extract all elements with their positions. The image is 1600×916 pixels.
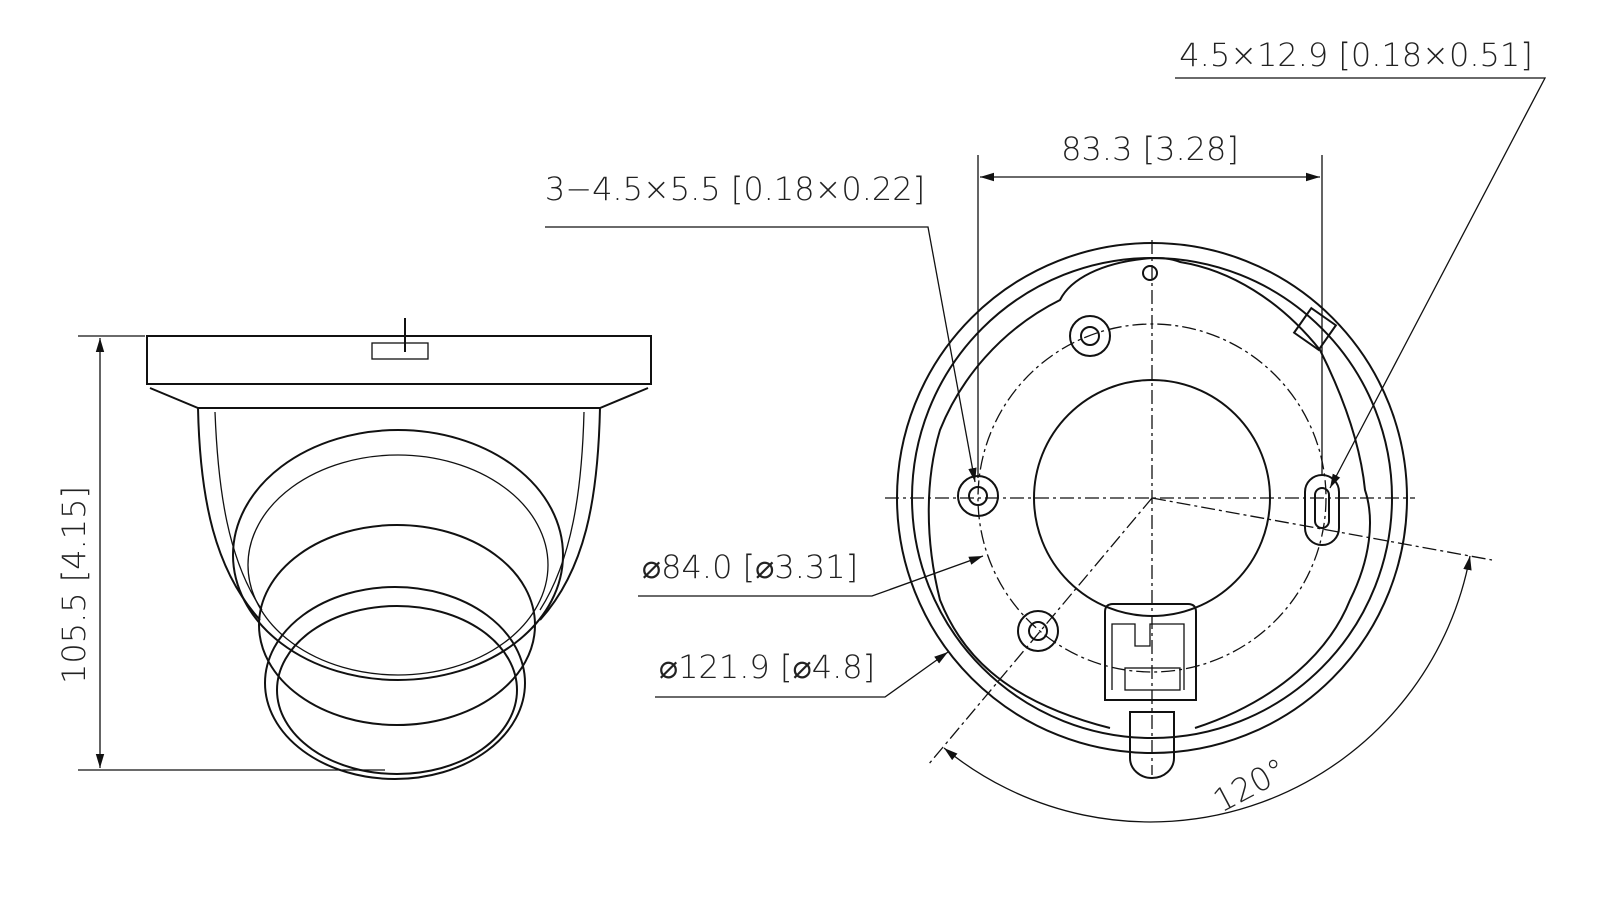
outer-diameter-label: ⌀121.9 [⌀4.8] xyxy=(659,648,875,686)
hole-circle-diameter-label: ⌀84.0 [⌀3.31] xyxy=(642,548,858,586)
side-tab xyxy=(1292,306,1338,352)
body-inner-outline xyxy=(214,411,585,611)
base-plate-outline xyxy=(927,257,1371,729)
rotation-angle-label: 120° xyxy=(1207,750,1293,820)
mount-hole-top xyxy=(1069,315,1111,357)
angle-arc xyxy=(943,555,1472,823)
body-outline xyxy=(197,407,601,621)
ball-shell xyxy=(232,429,564,681)
cable-clip xyxy=(371,342,429,360)
bottom-view: 83.3 [3.28] 3−4.5×5.5 [0.18×0.22] 4.5×12… xyxy=(545,36,1547,823)
height-dimension-label: 105.5 [4.15] xyxy=(55,486,93,684)
small-top-hole xyxy=(1142,265,1158,281)
lens-outer xyxy=(264,586,526,780)
slot-hole-leader xyxy=(1175,77,1547,489)
mount-holes-label: 3−4.5×5.5 [0.18×0.22] xyxy=(545,170,925,208)
mount-holes-leader xyxy=(545,226,977,483)
slot-hole-label: 4.5×12.9 [0.18×0.51] xyxy=(1179,36,1532,74)
lens-ring xyxy=(258,524,536,726)
ball-inner xyxy=(247,454,549,676)
angle-ext-line-right xyxy=(1151,497,1493,561)
base-chamfer xyxy=(149,387,649,409)
outer-diameter-leader xyxy=(655,651,949,698)
mount-spacing-label: 83.3 [3.28] xyxy=(1061,130,1239,168)
angle-ext-line-left xyxy=(927,497,1153,766)
side-view: 105.5 [4.15] xyxy=(55,318,652,780)
lens-front xyxy=(276,605,518,775)
mount-base xyxy=(146,335,652,385)
